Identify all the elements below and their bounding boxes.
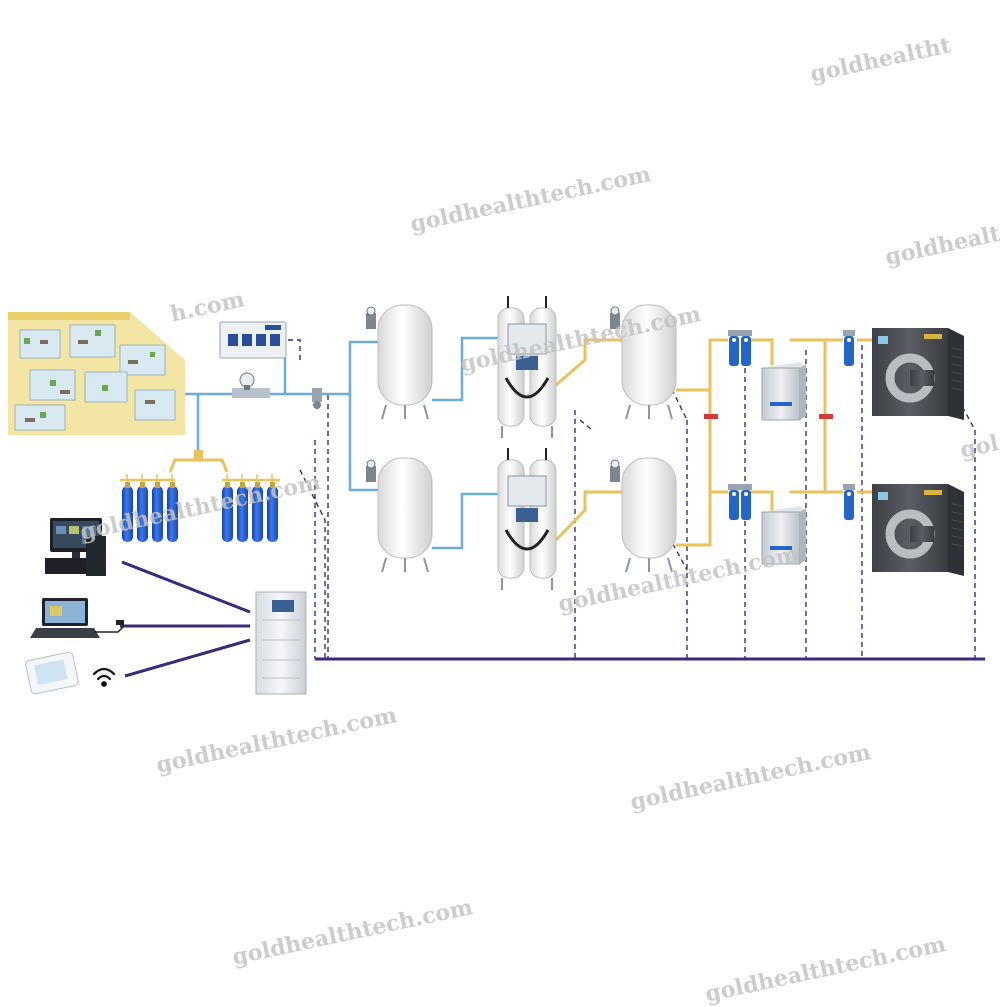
cylinder-manifold-icon <box>120 450 280 542</box>
oxygen-cylinder-icon <box>237 474 248 542</box>
oxygen-cylinder-icon <box>122 474 133 542</box>
air-filter-icon <box>728 330 740 366</box>
air-compressor-icon <box>872 484 964 576</box>
flowmeter-icon <box>232 372 270 398</box>
air-receiver-tank-icon <box>610 457 677 573</box>
valve-icons <box>704 414 833 419</box>
refrigerated-dryer-icon <box>761 506 806 565</box>
valve-icon <box>312 388 322 409</box>
air-receiver-tank-icon <box>610 304 677 420</box>
oxygen-cylinder-icon <box>222 474 233 542</box>
oxygen-buffer-tank-icon <box>366 457 433 573</box>
desktop-computer-icon <box>45 518 106 576</box>
oxygen-cylinder-icon <box>167 474 178 542</box>
air-compressor-icon <box>872 328 964 420</box>
air-filter-icon <box>843 330 855 366</box>
hospital-floorplan-icon <box>8 312 185 435</box>
air-filter-icon <box>740 484 752 520</box>
air-pipes <box>554 338 872 547</box>
air-filter-icon <box>740 330 752 366</box>
psa-oxygen-generator-icon <box>497 296 557 438</box>
psa-oxygen-generator-icon <box>497 448 557 590</box>
wifi-icon <box>92 667 116 687</box>
smartphone-icon <box>25 651 79 695</box>
air-filter-icon <box>728 484 740 520</box>
oxygen-cylinder-icon <box>137 474 148 542</box>
control-cabinet-icon <box>255 591 307 695</box>
oxygen-cylinder-icon <box>152 474 163 542</box>
alarm-panel-icon <box>219 321 287 359</box>
oxygen-cylinder-icon <box>267 474 278 542</box>
refrigerated-dryer-icon <box>761 362 806 421</box>
air-filter-icon <box>843 484 855 520</box>
laptop-icon <box>30 598 125 638</box>
oxygen-buffer-tank-icon <box>366 304 433 420</box>
oxygen-cylinder-icon <box>252 474 263 542</box>
